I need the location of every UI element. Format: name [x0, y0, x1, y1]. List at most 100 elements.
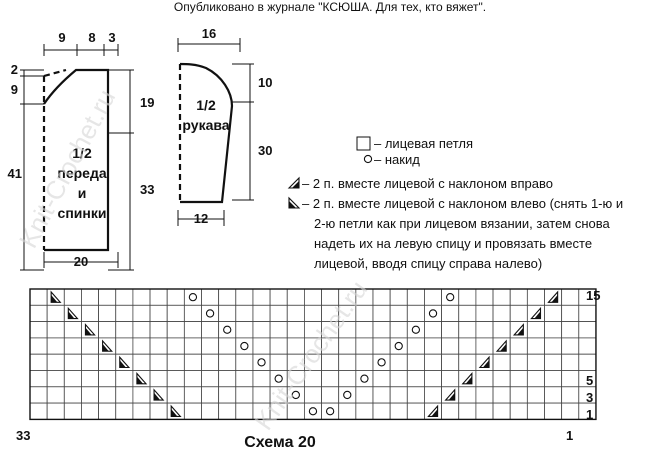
chart-cell [458, 337, 477, 355]
chart-cell [561, 304, 580, 322]
chart-cell [509, 386, 528, 404]
chart-cell [235, 288, 254, 306]
chart-cell [98, 288, 117, 306]
chart-cell [29, 337, 48, 355]
chart-cell [132, 402, 151, 420]
yarn-over-circle-icon [446, 292, 455, 302]
ssk-left-icon [67, 306, 79, 320]
chart-cell [458, 321, 477, 339]
chart-cell [235, 321, 254, 339]
chart-cell [475, 370, 494, 388]
chart-cell [115, 337, 134, 355]
dim-bottom: 20 [74, 254, 88, 269]
yarn-over-circle-icon [343, 390, 352, 400]
chart-cell [355, 402, 374, 420]
chart-cell [218, 386, 237, 404]
chart-cell [424, 386, 443, 404]
chart-cell [355, 386, 374, 404]
yarn-over-circle-icon [394, 341, 403, 351]
chart-cell [29, 386, 48, 404]
ssk-left-icon [170, 404, 182, 417]
sleeve-dim-bottom: 12 [194, 211, 208, 226]
chart-cell [372, 337, 391, 355]
chart-cell [149, 304, 168, 322]
chart-cell [166, 353, 185, 371]
chart-cell [201, 370, 220, 388]
chart-cell [475, 337, 494, 355]
yarn-over-circle-icon [360, 374, 369, 383]
chart-cell [321, 370, 340, 388]
chart-cell [132, 386, 151, 404]
chart-cell [338, 370, 357, 388]
chart-cell [252, 370, 271, 388]
chart-cell [492, 386, 511, 404]
chart-cell [63, 321, 82, 339]
chart-cell [252, 321, 271, 339]
chart-cell [509, 353, 528, 371]
chart-cell [235, 386, 254, 404]
chart-cell [389, 321, 408, 339]
k2tog-right-icon [512, 323, 524, 336]
yarn-over-circle-icon [274, 374, 283, 383]
chart-cell [526, 386, 545, 404]
chart-cell [235, 370, 254, 388]
piece-label-line1: 1/2 [72, 145, 92, 161]
chart-cell [98, 386, 117, 404]
chart-cell [475, 386, 494, 404]
k2tog-right-icon [478, 355, 490, 369]
chart-cell [492, 321, 511, 339]
sleeve-dim-right-2: 30 [258, 143, 272, 158]
chart-cell [98, 370, 117, 388]
chart-cell [29, 321, 48, 339]
chart-cell [441, 402, 460, 420]
chart-cell [509, 304, 528, 322]
chart-cell [389, 304, 408, 322]
chart-cell [406, 288, 425, 306]
chart-cell [509, 337, 528, 355]
chart-cell [149, 321, 168, 339]
chart-cell [115, 402, 134, 420]
chart-cell [98, 304, 117, 322]
col-label-right: 1 [566, 428, 573, 443]
chart-cell [441, 304, 460, 322]
chart-cell [389, 402, 408, 420]
chart-cell [235, 353, 254, 371]
yarn-over-circle-icon [240, 341, 249, 351]
yarn-over-circle-icon [428, 309, 438, 318]
dim-left-total: 41 [8, 166, 22, 181]
legend-item-2: – накид [374, 152, 420, 167]
chart-cell [201, 386, 220, 404]
chart-cell [218, 370, 237, 388]
dim-right-2: 33 [140, 182, 154, 197]
chart-caption: Схема 20 [244, 434, 316, 451]
chart-cell [115, 386, 134, 404]
chart-cell [269, 288, 288, 306]
chart-cell [372, 304, 391, 322]
chart-cell [561, 370, 580, 388]
chart-cell [46, 386, 65, 404]
ssk-left-icon [102, 339, 113, 352]
chart-cell [29, 288, 48, 306]
yarn-over-circle-icon [205, 309, 215, 318]
chart-cell [252, 288, 271, 306]
legend-item-1: – лицевая петля [374, 136, 473, 151]
front-back-neck-line [43, 68, 67, 78]
chart-cell [63, 370, 82, 388]
k2tog-right-icon [444, 388, 456, 401]
chart-cell [81, 370, 99, 388]
chart-cell [252, 304, 271, 322]
chart-cell [183, 337, 202, 355]
front-back-outline [43, 68, 110, 252]
chart-cell [492, 353, 511, 371]
chart-cell [561, 288, 580, 306]
chart-cell [132, 321, 151, 339]
sleeve-dim-top: 16 [202, 26, 216, 41]
sleeve-label-line2: рукава [182, 117, 229, 133]
chart-cell [115, 321, 134, 339]
k2tog-right-icon [287, 176, 300, 189]
chart-cell [252, 337, 271, 355]
yarn-over-circle-icon [308, 407, 318, 416]
dim-left-1: 2 [11, 62, 18, 77]
chart-cell [183, 353, 202, 371]
chart-cell [578, 304, 597, 322]
